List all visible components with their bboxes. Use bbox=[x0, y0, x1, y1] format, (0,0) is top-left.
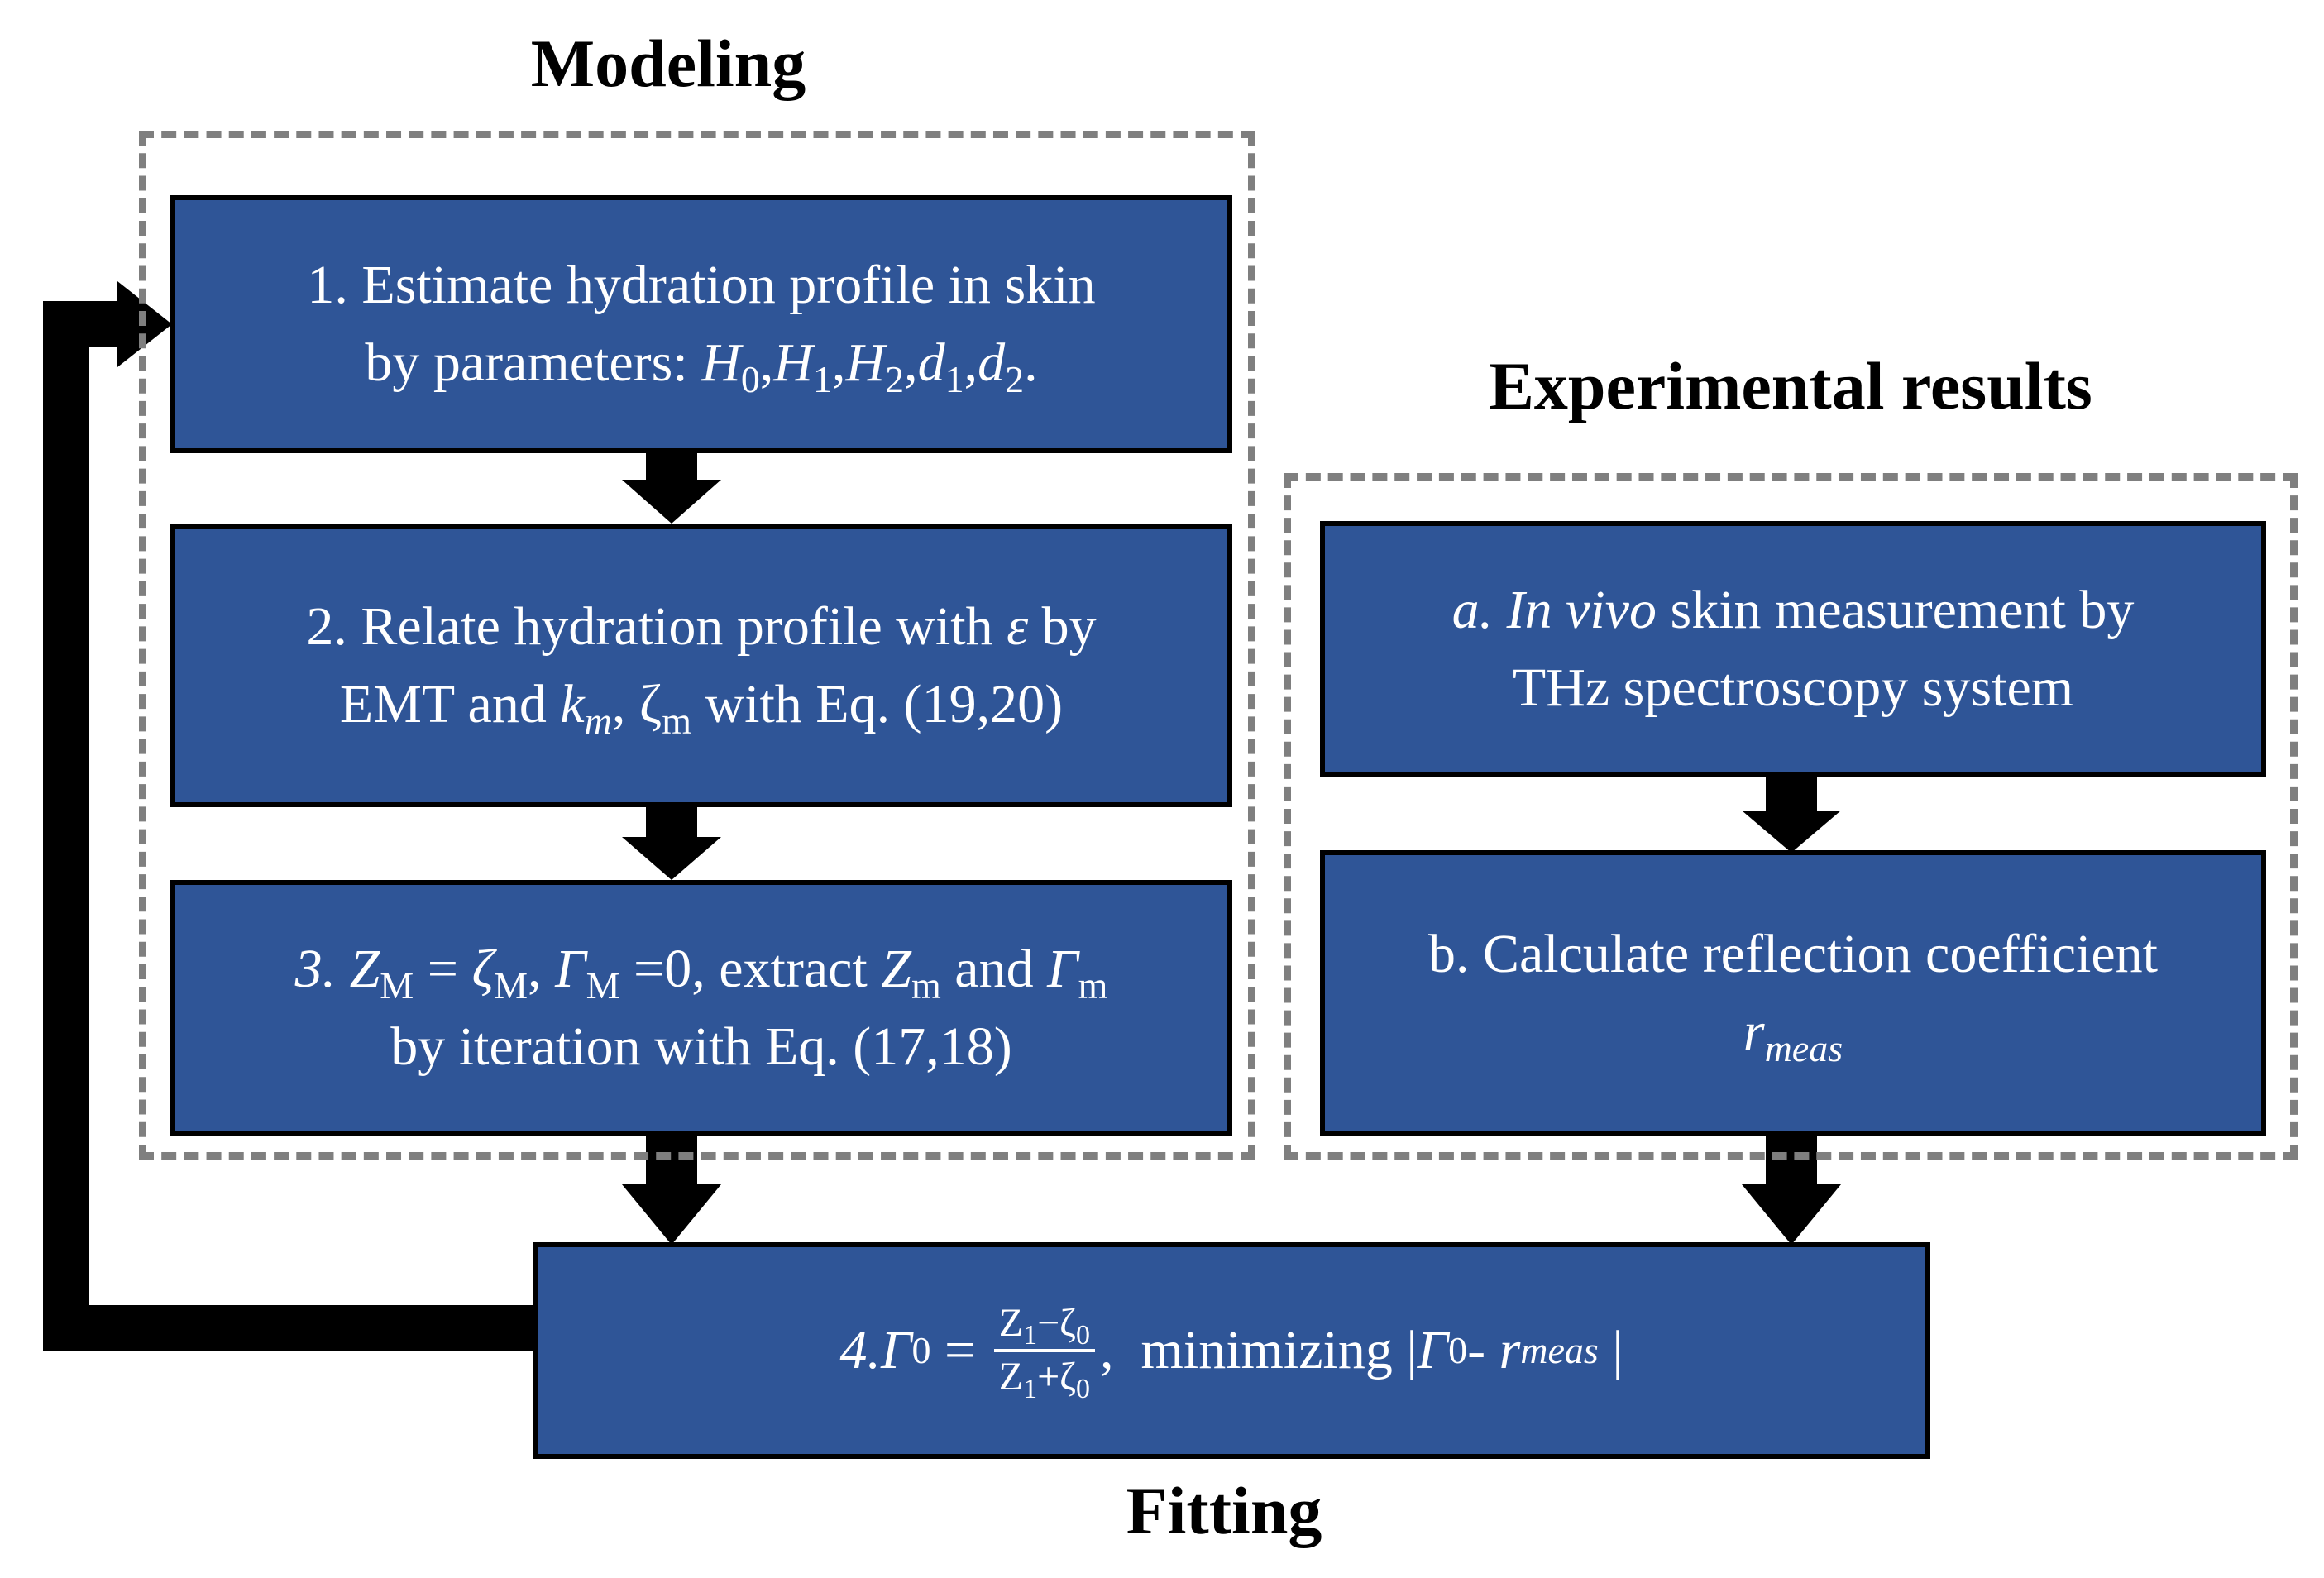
param-d1-sub: 1 bbox=[944, 357, 964, 400]
den-zeta-sub: 0 bbox=[1076, 1374, 1091, 1405]
stepB-line1: b. Calculate reflection coefficient bbox=[1427, 924, 2158, 984]
step3-gamma-m-symbol: Γ bbox=[1047, 939, 1078, 999]
param-h1-var: H bbox=[773, 332, 813, 393]
epsilon-symbol: ε bbox=[1007, 596, 1029, 657]
step3-zeta-sub: M bbox=[494, 964, 528, 1007]
zeta-symbol: ζ bbox=[638, 674, 662, 734]
step3-line2: by iteration with Eq. (17,18) bbox=[390, 1016, 1012, 1077]
step1-box: 1. Estimate hydration profile in skin by… bbox=[170, 195, 1232, 453]
den-zeta: ζ bbox=[1059, 1355, 1077, 1399]
step2-box: 2. Relate hydration profile with ε by EM… bbox=[170, 524, 1232, 807]
zeta-subscript: m bbox=[662, 699, 691, 742]
den-operator: + bbox=[1037, 1355, 1060, 1399]
heading-modeling: Modeling bbox=[530, 26, 806, 101]
heading-fitting: Fitting bbox=[1126, 1473, 1322, 1548]
num-zeta: ζ bbox=[1059, 1301, 1077, 1346]
stepA-line1-rest: skin measurement by bbox=[1657, 580, 2135, 640]
stepB-line2: rmeas bbox=[1743, 993, 1843, 1071]
step3-Z-symbol: Z bbox=[349, 939, 380, 999]
param-d1-var: d bbox=[917, 332, 945, 393]
step3-gamma-symbol: Γ bbox=[555, 939, 586, 999]
step3-Zm-sub: m bbox=[911, 964, 941, 1007]
heading-experimental-results: Experimental results bbox=[1489, 348, 2092, 423]
stepA-line2: THz spectroscopy system bbox=[1512, 658, 2074, 718]
step2-line1: 2. Relate hydration profile with ε by bbox=[306, 588, 1096, 666]
fraction-denominator: Z1+ζ0 bbox=[994, 1352, 1095, 1403]
step4-comma: , bbox=[1100, 1320, 1114, 1380]
step4-number: 4. bbox=[839, 1320, 881, 1380]
step4-bar-end: | bbox=[1598, 1320, 1623, 1380]
arrow-step2-to-step3 bbox=[622, 806, 721, 880]
step2-comma: , bbox=[611, 674, 639, 734]
step3-gamma-sub: M bbox=[586, 964, 620, 1007]
step3-and: and bbox=[940, 939, 1048, 999]
num-zeta-sub: 0 bbox=[1076, 1320, 1091, 1351]
step3-gamma-m-sub: m bbox=[1078, 964, 1108, 1007]
num-Z-sub: 1 bbox=[1023, 1320, 1038, 1351]
param-h2-var: H bbox=[845, 332, 886, 393]
param-h2-sub: 2 bbox=[885, 357, 905, 400]
step3-eq-zero: =0, extract bbox=[619, 939, 882, 999]
experimental-group-frame bbox=[1284, 473, 2298, 1160]
step3-box: 3. ZM = ζM, ΓM =0, extract Zm and Γm by … bbox=[170, 880, 1232, 1136]
r-meas-symbol: r bbox=[1743, 1002, 1765, 1062]
step4-fraction: Z1−ζ0 Z1+ζ0 bbox=[993, 1301, 1096, 1403]
stepA-box: a. In vivo skin measurement by THz spect… bbox=[1320, 521, 2266, 777]
step4-r-symbol: r bbox=[1499, 1320, 1521, 1380]
step2-line1-prefix: 2. Relate hydration profile with bbox=[306, 596, 1007, 657]
den-Z-sub: 1 bbox=[1023, 1374, 1038, 1405]
step1-line1: 1. Estimate hydration profile in skin bbox=[307, 255, 1096, 315]
num-Z: Z bbox=[998, 1301, 1024, 1346]
param-d2-sub: 2 bbox=[1005, 357, 1025, 400]
param-sep-3: , bbox=[904, 332, 918, 393]
arrow-step1-to-step2 bbox=[622, 449, 721, 524]
step3-comma: , bbox=[528, 939, 556, 999]
step4-r-sub: meas bbox=[1520, 1329, 1599, 1371]
arrow-stepA-to-stepB bbox=[1742, 774, 1841, 853]
step3-Z-sub: M bbox=[380, 964, 414, 1007]
r-meas-sub: meas bbox=[1764, 1026, 1843, 1069]
den-Z: Z bbox=[998, 1355, 1024, 1399]
step4-gamma0-symbol-2: Γ bbox=[1417, 1320, 1449, 1380]
step3-number: 3. bbox=[294, 939, 350, 999]
step1-params-prefix: by parameters: bbox=[365, 332, 702, 393]
num-operator: − bbox=[1037, 1301, 1060, 1346]
param-h1-sub: 1 bbox=[813, 357, 832, 400]
param-d2-var: d bbox=[978, 332, 1006, 393]
param-sep-4: , bbox=[964, 332, 978, 393]
step2-line1-suffix: by bbox=[1028, 596, 1097, 657]
k-symbol: k bbox=[560, 674, 585, 734]
step2-line2-prefix: EMT and bbox=[339, 674, 561, 734]
stepA-label: a. bbox=[1451, 580, 1507, 640]
step3-line1: 3. ZM = ζM, ΓM =0, extract Zm and Γm bbox=[295, 930, 1108, 1008]
step3-Zm-symbol: Z bbox=[881, 939, 911, 999]
step4-eq: = bbox=[930, 1320, 989, 1380]
k-subscript: m bbox=[584, 699, 612, 742]
step4-minus: - bbox=[1467, 1320, 1499, 1380]
step3-eq: = bbox=[414, 939, 472, 999]
param-sep-1: , bbox=[759, 332, 774, 393]
step1-line2-end: . bbox=[1024, 332, 1038, 393]
step3-zeta-symbol: ζ bbox=[471, 939, 495, 999]
step4-gamma0-symbol: Γ bbox=[880, 1320, 912, 1380]
step2-line2-suffix: with Eq. (19,20) bbox=[691, 674, 1064, 734]
step2-line2: EMT and km, ζm with Eq. (19,20) bbox=[340, 666, 1063, 744]
param-sep-2: , bbox=[832, 332, 846, 393]
modeling-group-frame bbox=[139, 131, 1255, 1160]
param-h0-var: H bbox=[701, 332, 741, 393]
param-h0-sub: 0 bbox=[740, 357, 760, 400]
stepA-line1: a. In vivo skin measurement by bbox=[1452, 571, 2135, 649]
step4-minimizing: minimizing | bbox=[1113, 1320, 1418, 1380]
step1-line2: by parameters: H0,H1,H2,d1,d2. bbox=[365, 324, 1037, 402]
stepB-box: b. Calculate reflection coefficient rmea… bbox=[1320, 850, 2266, 1136]
stepA-in-vivo: In vivo bbox=[1506, 580, 1657, 640]
fraction-numerator: Z1−ζ0 bbox=[993, 1301, 1096, 1352]
